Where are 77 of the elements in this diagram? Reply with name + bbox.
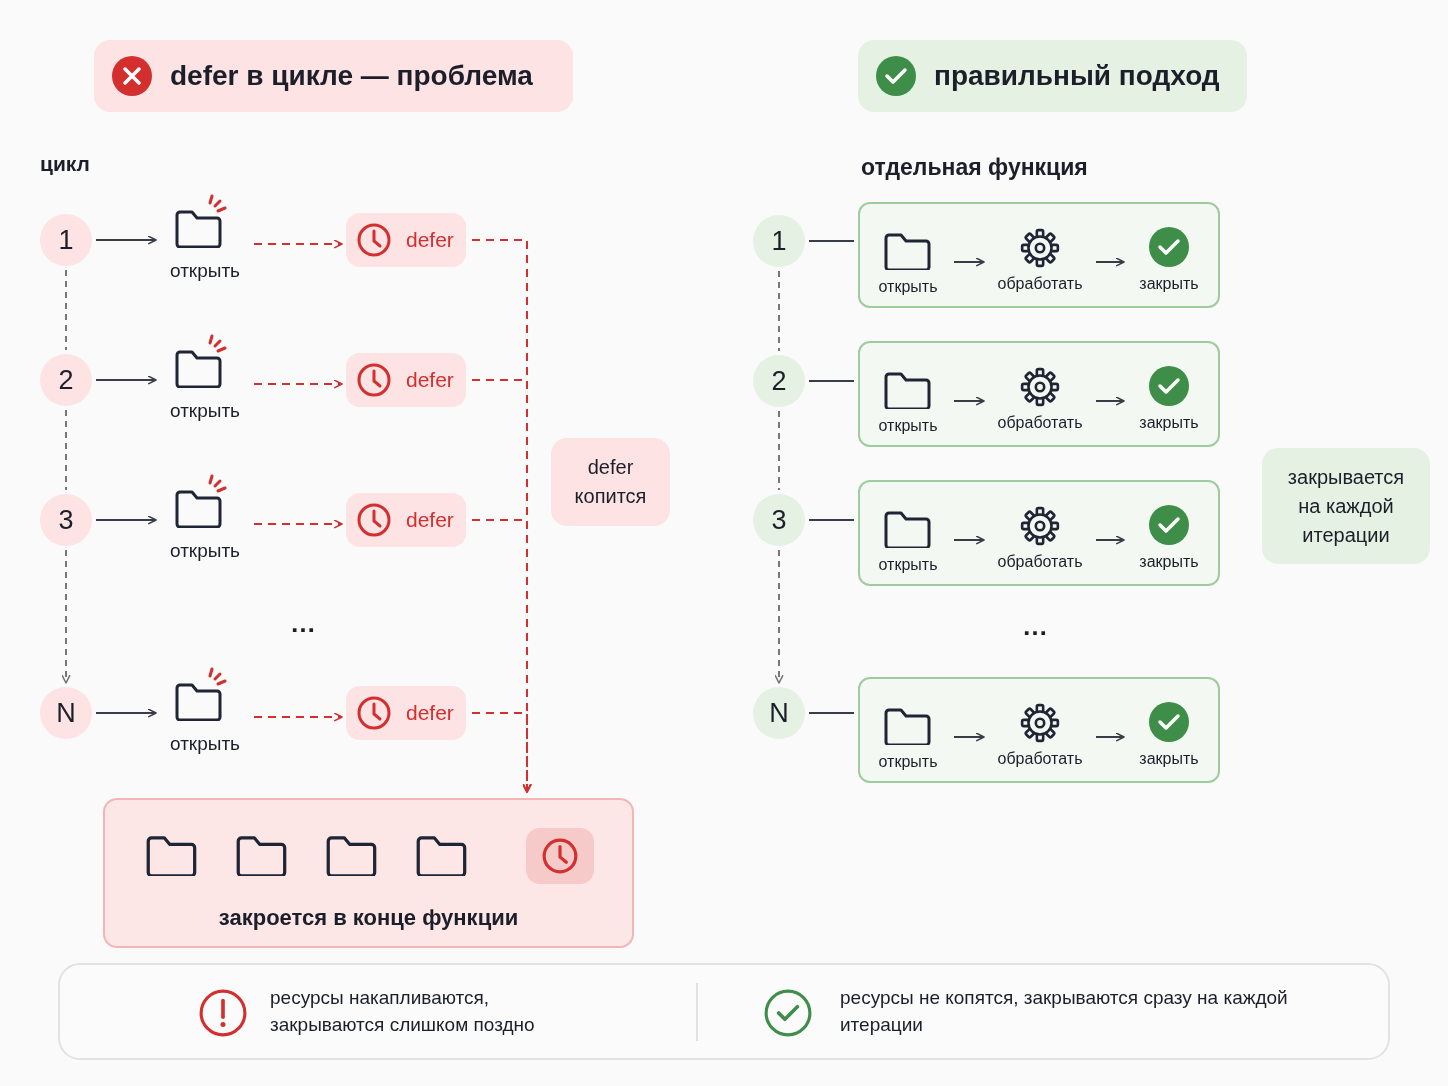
arrow	[253, 712, 343, 722]
arrow	[471, 712, 532, 793]
connector-line	[808, 240, 855, 242]
arrow	[1095, 535, 1125, 545]
step-card	[858, 677, 1220, 783]
arrow	[774, 549, 784, 684]
arrow	[95, 235, 157, 245]
ellipsis: …	[1022, 611, 1050, 642]
icon-caption: закрыть	[1139, 414, 1199, 432]
result-panel	[103, 798, 634, 948]
arrow	[953, 732, 985, 742]
step-marker: 2	[40, 354, 92, 406]
step-marker: 1	[40, 214, 92, 266]
arrow	[95, 375, 157, 385]
icon-caption: закрыть	[1139, 750, 1199, 768]
arrow	[95, 708, 157, 718]
callout-note: defer копится	[551, 438, 670, 526]
banner-title: правильный подход	[934, 60, 1220, 92]
tag-text: defer	[406, 508, 454, 532]
arrow	[253, 239, 343, 249]
icon-caption: открыть	[878, 556, 938, 574]
tag-text: defer	[406, 368, 454, 392]
connector-line	[65, 269, 67, 351]
section-heading: цикл	[40, 152, 90, 176]
icon-caption: открыть	[878, 417, 938, 435]
icon-caption: закрыть	[1139, 275, 1199, 293]
icon-caption: открыть	[878, 278, 938, 296]
connector-line	[778, 270, 780, 352]
step-marker: 3	[753, 494, 805, 546]
icon-caption: открыть	[878, 753, 938, 771]
icon-caption: закрыть	[1139, 553, 1199, 571]
step-marker: 1	[753, 215, 805, 267]
arrow	[1095, 257, 1125, 267]
section-heading: отдельная функция	[861, 154, 1088, 181]
step-card	[858, 341, 1220, 447]
header-banner	[94, 40, 573, 112]
defer-tag	[346, 353, 466, 407]
arrow	[1095, 396, 1125, 406]
summary-text: ресурсы не копятся, закрываются сразу на каждой итерации	[840, 986, 1289, 1037]
arrow	[253, 379, 343, 389]
tag-text: defer	[406, 701, 454, 725]
icon-caption: обработать	[997, 750, 1083, 768]
icon-caption: открыть	[170, 400, 240, 422]
icon-caption: обработать	[997, 275, 1083, 293]
arrow	[953, 396, 985, 406]
banner-title: defer в цикле — проблема	[170, 60, 533, 92]
icon-caption: обработать	[997, 414, 1083, 432]
panel-caption: закроется в конце функции	[217, 905, 520, 931]
step-marker: 2	[753, 355, 805, 407]
icon-caption: обработать	[997, 553, 1083, 571]
arrow	[95, 515, 157, 525]
connector-line	[808, 712, 855, 714]
defer-tag	[346, 686, 466, 740]
icon-caption: открыть	[170, 733, 240, 755]
header-banner	[858, 40, 1247, 112]
icon-caption: открыть	[170, 260, 240, 282]
tag-text: defer	[406, 228, 454, 252]
defer-tag	[346, 493, 466, 547]
arrow	[1095, 732, 1125, 742]
connector-line	[65, 409, 67, 491]
step-marker: N	[753, 687, 805, 739]
step-card	[858, 480, 1220, 586]
connector-line	[808, 519, 855, 521]
callout-note: закрывается на каждой итерации	[1262, 448, 1430, 564]
arrow	[61, 549, 71, 684]
arrow	[253, 519, 343, 529]
connector-line	[808, 380, 855, 382]
arrow	[953, 257, 985, 267]
summary-text: ресурсы накапливаются, закрываются слишком поздно	[270, 986, 536, 1037]
defer-tag	[346, 213, 466, 267]
step-marker: 3	[40, 494, 92, 546]
step-card	[858, 202, 1220, 308]
icon-caption: открыть	[170, 540, 240, 562]
connector-line	[778, 410, 780, 491]
step-marker: N	[40, 687, 92, 739]
ellipsis: …	[290, 608, 318, 639]
arrow	[953, 535, 985, 545]
